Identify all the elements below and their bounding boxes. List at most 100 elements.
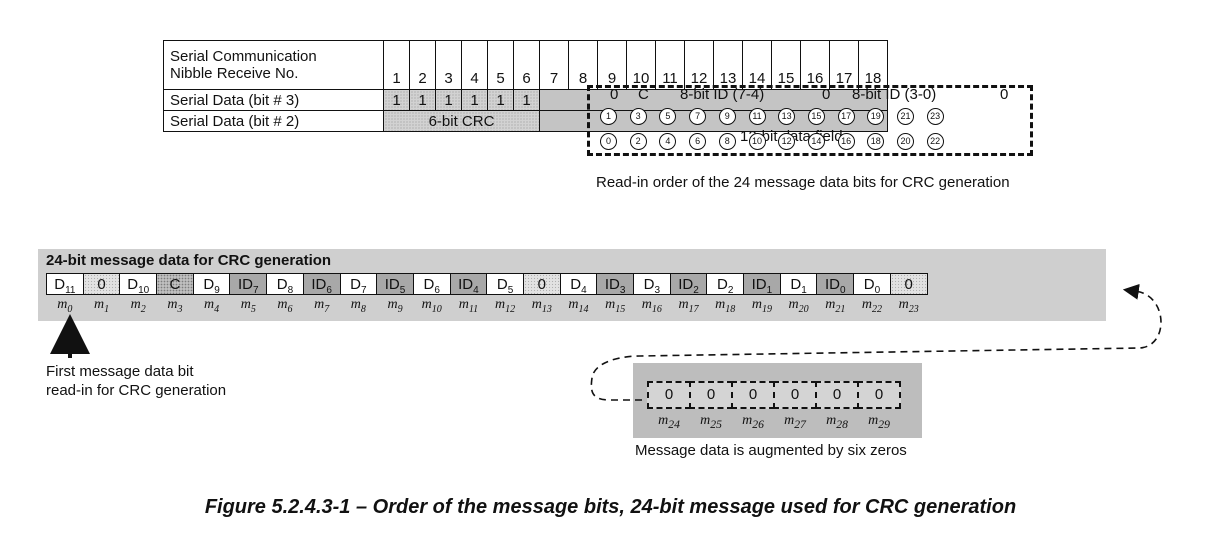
bit2-row-label: Serial Data (bit # 2) bbox=[163, 110, 384, 132]
message-bit-index: m3 bbox=[167, 297, 183, 315]
nibble-number: 15 bbox=[771, 40, 801, 90]
message-bit-index: m13 bbox=[531, 297, 552, 315]
data-field-cells bbox=[539, 110, 888, 132]
nibble-number: 17 bbox=[829, 40, 859, 90]
augment-bit-index: m26 bbox=[742, 413, 764, 431]
order-marker-bottom: 4 bbox=[659, 133, 677, 150]
nibble-receive-label: Serial Communication Nibble Receive No. bbox=[163, 40, 384, 90]
message-bit-cell: D4 bbox=[559, 273, 598, 296]
order-marker-bottom: 12 bbox=[778, 133, 796, 150]
message-bit-index: m21 bbox=[825, 297, 846, 315]
message-bit-cell: ID5 bbox=[376, 273, 414, 296]
order-marker-top: 11 bbox=[748, 108, 766, 125]
message-bit-index: m6 bbox=[277, 297, 293, 315]
nibble-number: 12 bbox=[684, 40, 714, 90]
message-bit-index: m12 bbox=[495, 297, 516, 315]
augment-bit-index: m24 bbox=[658, 413, 680, 431]
nibble-number: 4 bbox=[461, 40, 488, 90]
bit3-value-cell: 1 bbox=[409, 89, 436, 111]
order-marker-top: 23 bbox=[926, 108, 944, 125]
message-bit-index: m16 bbox=[641, 297, 662, 315]
order-marker-top: 13 bbox=[778, 108, 796, 125]
message-bit-cell: 0 bbox=[889, 273, 928, 295]
nibble-number: 5 bbox=[487, 40, 514, 90]
order-marker-top: 5 bbox=[659, 108, 677, 125]
augment-to-message-dashed-arrow bbox=[590, 283, 1162, 401]
message-bit-index: m11 bbox=[458, 297, 479, 315]
message-bit-cell: D1 bbox=[779, 273, 818, 296]
augment-bit-index: m28 bbox=[826, 413, 848, 431]
message-bits-dashed-box bbox=[587, 85, 1033, 156]
augment-caption: Message data is augmented by six zeros bbox=[635, 442, 907, 459]
augment-zero-cell: 0 bbox=[815, 381, 859, 409]
nibble-number: 10 bbox=[626, 40, 656, 90]
order-marker-top: 17 bbox=[837, 108, 855, 125]
order-marker-top: 21 bbox=[897, 108, 914, 125]
order-marker-top: 19 bbox=[867, 108, 885, 125]
message-bit-index: m19 bbox=[751, 297, 772, 315]
message-bit-index: m8 bbox=[350, 297, 366, 315]
message-bit-cell: D3 bbox=[633, 273, 671, 296]
message-bit-index: m18 bbox=[715, 297, 736, 315]
first-bit-label: First message data bit read-in for CRC g… bbox=[46, 363, 227, 399]
order-marker-bottom: 2 bbox=[629, 133, 647, 150]
message-bit-index: m5 bbox=[240, 297, 256, 315]
order-marker-bottom: 6 bbox=[689, 133, 707, 150]
nibble-number: 14 bbox=[742, 40, 772, 90]
message-bit-cell: D7 bbox=[339, 273, 378, 296]
message-bit-index: m22 bbox=[861, 297, 883, 315]
message-bit-index: m0 bbox=[57, 297, 73, 315]
order-marker-bottom: 8 bbox=[718, 133, 736, 150]
message-bit-index: m9 bbox=[387, 297, 403, 315]
order-marker-top: 7 bbox=[689, 108, 707, 125]
message-bit-cell: D10 bbox=[119, 273, 158, 296]
message-bit-index: m23 bbox=[898, 297, 919, 315]
message-bit-cell: D11 bbox=[46, 273, 84, 296]
augment-zero-cell: 0 bbox=[857, 381, 901, 409]
order-marker-top: 3 bbox=[629, 108, 647, 125]
message-bit-index: m2 bbox=[130, 297, 146, 315]
bit3-value-cell: 1 bbox=[513, 89, 540, 111]
order-marker-bottom: 16 bbox=[837, 133, 855, 150]
readin-order-caption: Read-in order of the 24 message data bit… bbox=[596, 174, 1010, 191]
message-bit-cell: D2 bbox=[706, 273, 745, 296]
order-marker-top: 9 bbox=[718, 108, 736, 125]
augment-zero-cell: 0 bbox=[647, 381, 691, 409]
bit3-zero-b: 0 bbox=[822, 86, 831, 103]
message-bit-index: m1 bbox=[93, 297, 110, 315]
message-bit-cell: D6 bbox=[412, 273, 451, 296]
bit3-value-cell: 1 bbox=[461, 89, 488, 111]
bit3-c-flag: C bbox=[638, 86, 649, 103]
message-bit-cell: ID1 bbox=[743, 273, 781, 296]
order-marker-top: 1 bbox=[600, 108, 617, 125]
serial-data-bit2-row: Serial Data (bit # 2) 6-bit CRC bbox=[163, 110, 888, 132]
augment-bit-index: m25 bbox=[700, 413, 722, 431]
order-marker-bottom: 10 bbox=[748, 133, 766, 150]
order-marker-bottom: 0 bbox=[600, 133, 617, 150]
order-marker-bottom: 22 bbox=[926, 133, 944, 150]
serial-communication-table: Serial Communication Nibble Receive No. … bbox=[163, 40, 888, 132]
message-data-title: 24-bit message data for CRC generation bbox=[46, 252, 332, 269]
bit3-value-cell: 1 bbox=[435, 89, 462, 111]
bit3-id-high: 8-bit ID (7-4) bbox=[680, 86, 765, 103]
order-marker-bottom: 20 bbox=[897, 133, 914, 150]
bit3-id-low: 8-bit ID (3-0) bbox=[852, 86, 937, 103]
augment-bit-index: m29 bbox=[868, 413, 890, 431]
message-bit-cell: ID2 bbox=[669, 273, 708, 296]
message-bit-index: m4 bbox=[204, 297, 220, 315]
message-bit-index: m14 bbox=[568, 297, 589, 315]
nibble-number: 16 bbox=[800, 40, 830, 90]
message-bit-cell: 0 bbox=[522, 273, 561, 295]
figure-caption: Figure 5.2.4.3-1 – Order of the message … bbox=[204, 496, 1017, 518]
order-marker-bottom: 18 bbox=[867, 133, 885, 150]
bit3-zero-a: 0 bbox=[610, 86, 619, 103]
message-bit-cell: ID7 bbox=[229, 273, 268, 296]
crc-field: 6-bit CRC bbox=[383, 110, 540, 132]
message-bit-cell: ID4 bbox=[449, 273, 488, 296]
message-bit-cell: C bbox=[156, 273, 194, 295]
